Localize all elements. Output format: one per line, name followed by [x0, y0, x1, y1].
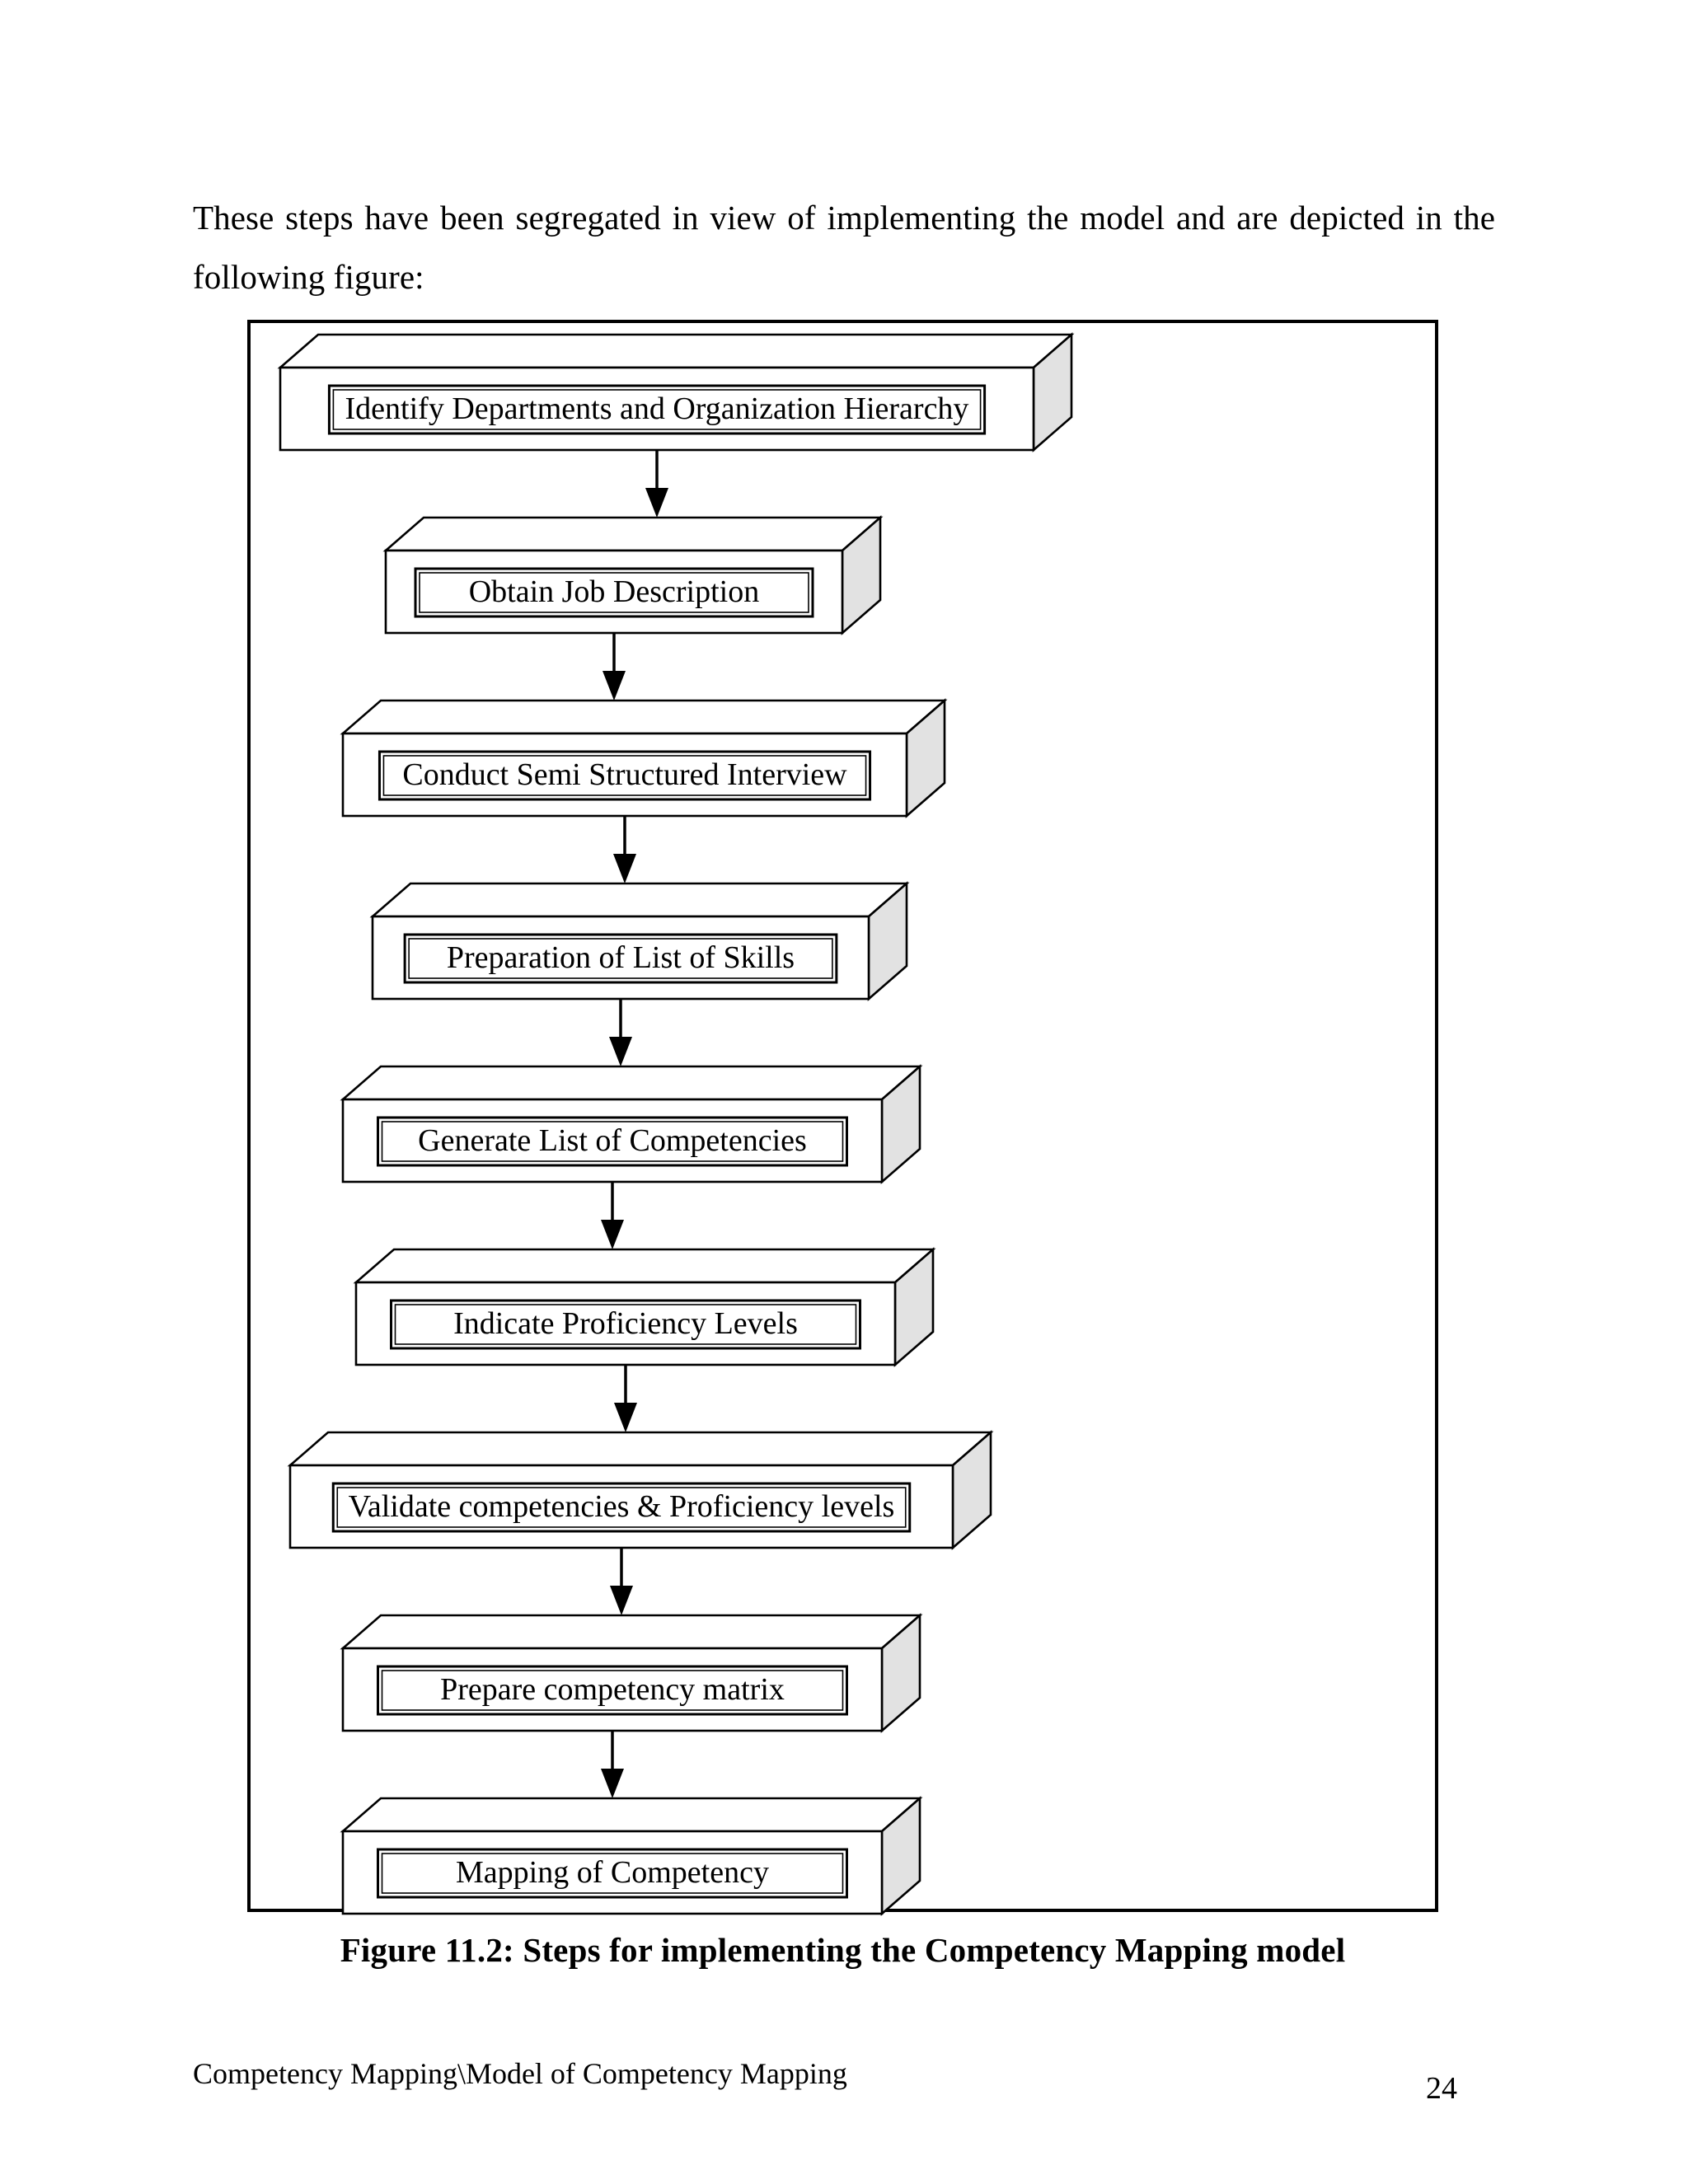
- flow-step-shape: [277, 332, 1075, 452]
- flow-step-shape: [369, 881, 910, 1001]
- flow-step-8: Prepare competency matrix: [340, 1613, 923, 1733]
- flow-step-shape: [353, 1247, 936, 1367]
- figure-frame: Identify Departments and Organization Hi…: [247, 320, 1438, 1916]
- flow-arrow-4: [604, 999, 637, 1066]
- flow-step-5: Generate List of Competencies: [340, 1064, 923, 1184]
- page-number: 24: [1426, 2071, 1457, 2106]
- flow-step-box: [353, 1247, 936, 1367]
- flow-step-7: Validate competencies & Proficiency leve…: [287, 1430, 994, 1550]
- flow-step-box: [340, 1796, 923, 1916]
- flow-step-box: [340, 1064, 923, 1184]
- flow-step-box: [340, 1613, 923, 1733]
- flow-step-2: Obtain Job Description: [382, 515, 884, 635]
- intro-line-2: following figure:: [193, 258, 424, 296]
- flow-arrow-1: [640, 450, 673, 518]
- flow-step-shape: [287, 1430, 994, 1550]
- intro-paragraph: These steps have been segregated in view…: [193, 188, 1495, 307]
- flow-step-shape: [340, 1613, 923, 1733]
- flow-step-box: [382, 515, 884, 635]
- flow-arrow-8: [596, 1731, 629, 1798]
- flow-step-6: Indicate Proficiency Levels: [353, 1247, 936, 1367]
- flow-step-9: Mapping of Competency: [340, 1796, 923, 1916]
- flow-arrow-2: [598, 633, 631, 701]
- flow-step-shape: [382, 515, 884, 635]
- flow-step-4: Preparation of List of Skills: [369, 881, 910, 1001]
- flow-step-3: Conduct Semi Structured Interview: [340, 698, 948, 818]
- flow-step-box: [277, 332, 1075, 452]
- footer-path: Competency Mapping\Model of Competency M…: [193, 2057, 847, 2090]
- flow-arrow-7: [605, 1548, 638, 1615]
- figure-caption: Figure 11.2: Steps for implementing the …: [340, 1931, 1346, 1969]
- flow-step-shape: [340, 1064, 923, 1184]
- flow-step-shape: [340, 698, 948, 818]
- flow-step-1: Identify Departments and Organization Hi…: [277, 332, 1075, 452]
- flowchart: Identify Departments and Organization Hi…: [251, 323, 1435, 1916]
- intro-line-1: These steps have been segregated in view…: [193, 199, 1495, 237]
- flow-arrow-3: [608, 816, 641, 883]
- flow-step-box: [340, 698, 948, 818]
- flow-arrow-6: [609, 1365, 642, 1432]
- flow-step-box: [287, 1430, 994, 1550]
- flow-step-shape: [340, 1796, 923, 1916]
- flow-arrow-5: [596, 1182, 629, 1249]
- flow-step-box: [369, 881, 910, 1001]
